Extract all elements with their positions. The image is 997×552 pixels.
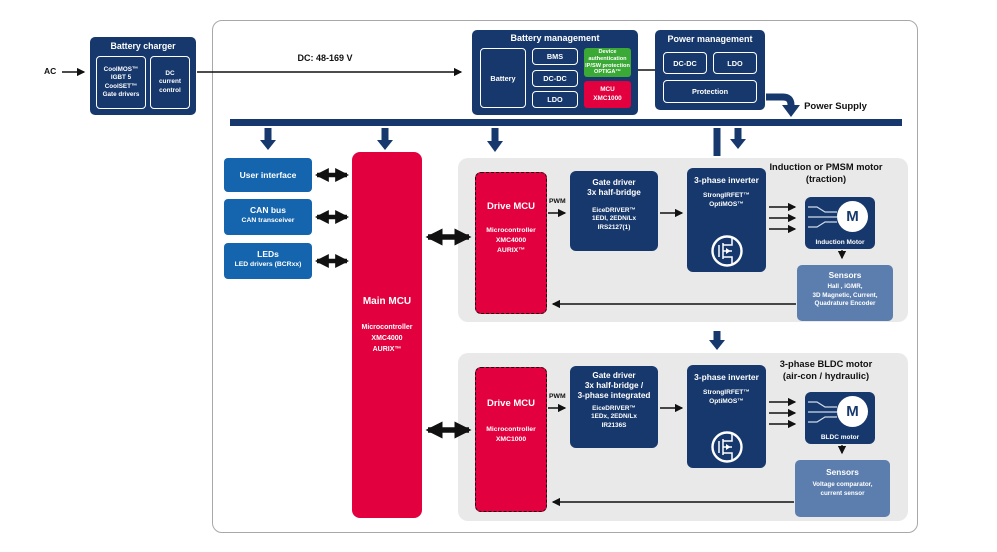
- pm-ldo-block: LDO: [713, 52, 757, 74]
- system-frame: [212, 20, 918, 533]
- bldc-sensors-items: Voltage comparator, current sensor: [812, 481, 873, 497]
- bldc-drive-mcu-box: Drive MCU Microcontroller XMC1000: [475, 367, 547, 512]
- battery-block: Battery: [480, 48, 526, 108]
- ac-label: AC: [44, 66, 57, 76]
- traction-drive-mcu-title: Drive MCU: [486, 201, 536, 212]
- bldc-drive-mcu-subtitle: Microcontroller XMC1000: [486, 426, 536, 444]
- battery-management-box: Battery management Battery BMS DC-DC LDO…: [472, 30, 638, 115]
- main-mcu-subtitle: Microcontroller XMC4000 AURIX™: [361, 324, 413, 353]
- motor-wires-icon: [808, 401, 837, 423]
- power-management-title: Power management: [667, 34, 753, 44]
- bldc-sensors-box: Sensors Voltage comparator, current sens…: [795, 460, 890, 517]
- motor-symbol-circle: M: [837, 396, 868, 427]
- dcdc-block: DC-DC: [532, 69, 578, 87]
- traction-sensors-title: Sensors: [828, 270, 862, 280]
- main-mcu-title: Main MCU: [362, 296, 412, 307]
- traction-panel-heading: Induction or PMSM motor (traction): [769, 162, 883, 184]
- can-bus-subtitle: CAN transceiver: [241, 217, 295, 224]
- traction-motor-box: M Induction Motor: [805, 197, 875, 249]
- bldc-inverter-title: 3-phase inverter: [694, 372, 759, 382]
- mosfet-icon: [710, 235, 743, 267]
- dc-voltage-label: DC: 48-169 V: [297, 53, 353, 63]
- traction-sensors-items: Hall , iGMR, 3D Magnetic, Current, Quadr…: [812, 283, 878, 307]
- leds-box: LEDs LED drivers (BCRxx): [224, 243, 312, 279]
- bldc-drive-mcu-title: Drive MCU: [486, 398, 536, 409]
- traction-pwm-label: PWM: [549, 198, 566, 205]
- battery-management-title: Battery management: [510, 33, 600, 43]
- optiga-authentication-block: Device authentication IP/SW protection O…: [584, 48, 631, 77]
- motor-symbol-circle: M: [837, 201, 868, 232]
- leds-title: LEDs: [257, 249, 279, 259]
- bldc-gate-driver-parts: EiceDRIVER™ 1EDx, 2EDN/Lx IR2136S: [591, 404, 637, 429]
- battery-charger-box: Battery charger CoolMOS™ IGBT 5 CoolSET™…: [90, 37, 196, 115]
- bldc-motor-box: M BLDC motor: [805, 392, 875, 444]
- traction-sensors-box: Sensors Hall , iGMR, 3D Magnetic, Curren…: [797, 265, 893, 321]
- power-supply-label: Power Supply: [804, 101, 867, 112]
- traction-drive-content: Induction or PMSM motor (traction) Drive…: [458, 158, 908, 322]
- bldc-gate-driver-box: Gate driver 3x half-bridge / 3-phase int…: [570, 366, 658, 448]
- bldc-panel-heading: 3-phase BLDC motor (air-con / hydraulic): [779, 359, 873, 381]
- mosfet-icon: [710, 431, 743, 463]
- motor-wires-icon: [808, 206, 837, 228]
- traction-inverter-title: 3-phase inverter: [694, 175, 759, 185]
- traction-gate-driver-title: Gate driver 3x half-bridge: [587, 178, 641, 197]
- bldc-gate-driver-title: Gate driver 3x half-bridge / 3-phase int…: [577, 371, 651, 400]
- traction-motor-label: Induction Motor: [815, 239, 865, 246]
- ldo-block: LDO: [532, 91, 578, 108]
- leds-subtitle: LED drivers (BCRxx): [234, 261, 302, 268]
- bldc-inverter-parts: StrongIRFET™ OptiMOS™: [703, 389, 750, 405]
- main-mcu-box: Main MCU Microcontroller XMC4000 AURIX™: [352, 152, 422, 518]
- bldc-motor-label: BLDC motor: [820, 434, 860, 441]
- traction-inverter-box: 3-phase inverter StrongIRFET™ OptiMOS™: [687, 168, 766, 272]
- battery-charger-title: Battery charger: [110, 41, 176, 51]
- bldc-inverter-box: 3-phase inverter StrongIRFET™ OptiMOS™: [687, 365, 766, 468]
- user-interface-title: User interface: [239, 170, 297, 180]
- user-interface-box: User interface: [224, 158, 312, 192]
- traction-inverter-parts: StrongIRFET™ OptiMOS™: [703, 192, 750, 208]
- bldc-pwm-label: PWM: [549, 393, 566, 400]
- bldc-sensors-title: Sensors: [826, 467, 859, 477]
- power-management-box: Power management DC-DC LDO Protection: [655, 30, 765, 110]
- charger-dc-current-module: DC current control: [150, 56, 190, 109]
- bms-mcu-block: MCU XMC1000: [584, 81, 631, 108]
- bms-block: BMS: [532, 48, 578, 65]
- traction-gate-driver-box: Gate driver 3x half-bridge EiceDRIVER™ 1…: [570, 171, 658, 251]
- traction-drive-mcu-box: Drive MCU Microcontroller XMC4000 AURIX™: [475, 172, 547, 314]
- bldc-drive-content: 3-phase BLDC motor (air-con / hydraulic)…: [458, 353, 908, 521]
- pm-dcdc-block: DC-DC: [663, 52, 707, 74]
- traction-gate-driver-parts: EiceDRIVER™ 1EDI, 2EDN/Lx IRS2127(1): [591, 206, 637, 231]
- can-bus-box: CAN bus CAN transceiver: [224, 199, 312, 235]
- charger-coolmos-module: CoolMOS™ IGBT 5 CoolSET™ Gate drivers: [96, 56, 146, 109]
- can-bus-title: CAN bus: [250, 205, 286, 215]
- traction-drive-mcu-subtitle: Microcontroller XMC4000 AURIX™: [486, 227, 536, 255]
- pm-protection-block: Protection: [663, 80, 757, 103]
